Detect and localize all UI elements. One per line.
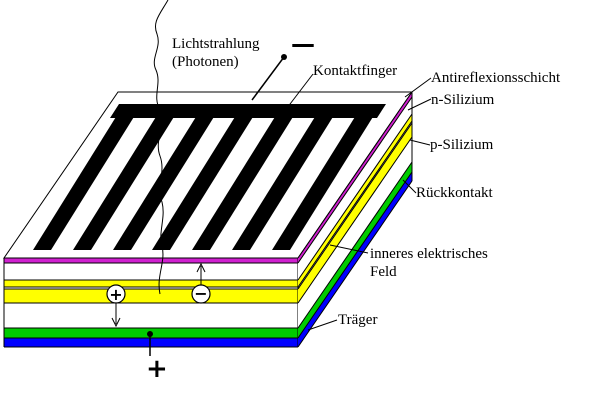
label-n-silicon: n-Silizium <box>431 92 495 108</box>
p-silicon-white-front <box>4 303 298 328</box>
leader-field <box>329 244 369 254</box>
n-silicon-side <box>298 97 412 280</box>
label-p-silicon: p-Silizium <box>430 137 494 153</box>
contact-finger <box>73 112 177 250</box>
hole-symbol: + <box>109 285 122 304</box>
contact-finger <box>272 112 376 250</box>
label-field-2: Feld <box>370 264 397 280</box>
label-light-2: (Photonen) <box>172 54 239 70</box>
p-silicon-front-2 <box>4 289 298 303</box>
electron-arrow-head <box>196 262 206 273</box>
leader-lines <box>286 73 432 331</box>
label-field-1: inneres elektrisches <box>370 246 488 262</box>
leader-n-silicon <box>407 98 432 111</box>
hole-arrow-head <box>111 317 121 328</box>
antireflex-side <box>298 92 412 263</box>
p-silicon-front-1 <box>4 280 298 287</box>
electron-symbol: − <box>194 284 207 303</box>
bottom-contact-dot <box>147 331 153 337</box>
top-contact-dot <box>281 54 287 60</box>
contact-finger <box>192 112 296 250</box>
label-antireflex: Antireflexionsschicht <box>431 70 561 86</box>
light-ray-line <box>153 0 169 295</box>
leader-antireflex <box>404 77 432 98</box>
antireflex-front <box>4 258 298 263</box>
p-silicon-white-side <box>298 137 412 328</box>
contact-finger <box>152 112 256 250</box>
bottom-plus-symbol: + <box>146 354 168 384</box>
label-light-1: Lichtstrahlung <box>172 36 260 52</box>
p-silicon-side-2 <box>298 123 412 303</box>
label-carrier: Träger <box>338 312 377 328</box>
p-silicon-side-1 <box>298 114 412 287</box>
n-silicon-front <box>4 263 298 280</box>
leader-carrier <box>307 319 338 331</box>
leader-contact-finger <box>286 73 314 109</box>
contact-finger <box>113 112 217 250</box>
contact-finger <box>33 112 137 250</box>
carrier-front <box>4 338 298 347</box>
contact-grid <box>33 104 386 250</box>
carrier-side <box>298 172 412 347</box>
side-face <box>297 91 413 348</box>
leader-back-contact <box>402 179 417 194</box>
contact-finger <box>232 112 336 250</box>
top-contact-wire <box>251 56 285 101</box>
front-face <box>3 257 299 348</box>
leader-p-silicon <box>409 139 431 146</box>
label-contact-finger: Kontaktfinger <box>313 63 397 79</box>
top-minus-symbol: — <box>291 30 315 58</box>
label-back-contact: Rückkontakt <box>416 185 493 201</box>
